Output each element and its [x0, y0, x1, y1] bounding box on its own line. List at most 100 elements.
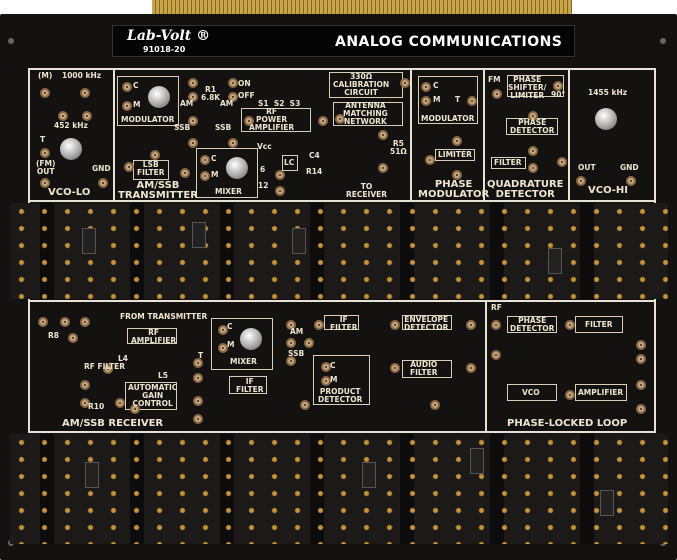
patch-jack[interactable]	[390, 320, 400, 330]
patch-jack[interactable]	[193, 373, 203, 383]
patch-jack[interactable]	[188, 138, 198, 148]
divider	[483, 68, 485, 200]
mixer-knob[interactable]	[226, 157, 248, 179]
patch-jack[interactable]	[528, 111, 538, 121]
ic-chip	[470, 448, 484, 474]
patch-jack[interactable]	[200, 155, 210, 165]
patch-jack[interactable]	[115, 398, 125, 408]
patch-jack[interactable]	[286, 320, 296, 330]
patch-jack[interactable]	[466, 320, 476, 330]
patch-jack[interactable]	[188, 92, 198, 102]
patch-jack[interactable]	[80, 317, 90, 327]
patch-jack[interactable]	[244, 116, 254, 126]
patch-jack[interactable]	[430, 400, 440, 410]
patch-jack[interactable]	[98, 178, 108, 188]
patch-jack[interactable]	[400, 78, 410, 88]
label: C	[133, 81, 139, 90]
patch-jack[interactable]	[557, 157, 567, 167]
patch-jack[interactable]	[80, 380, 90, 390]
patch-jack[interactable]	[218, 343, 228, 353]
patch-jack[interactable]	[576, 176, 586, 186]
patch-jack[interactable]	[335, 114, 345, 124]
patch-jack[interactable]	[82, 111, 92, 121]
patch-jack[interactable]	[40, 148, 50, 158]
divider	[410, 68, 412, 200]
patch-jack[interactable]	[565, 390, 575, 400]
patch-jack[interactable]	[122, 82, 132, 92]
patch-jack[interactable]	[492, 89, 502, 99]
patch-jack[interactable]	[228, 92, 238, 102]
patch-jack[interactable]	[275, 170, 285, 180]
patch-jack[interactable]	[60, 317, 70, 327]
section-title: VCO-HI	[588, 185, 629, 196]
patch-jack[interactable]	[286, 338, 296, 348]
label: AM	[180, 99, 194, 108]
label: C	[211, 154, 217, 163]
patch-jack[interactable]	[122, 101, 132, 111]
patch-jack[interactable]	[80, 88, 90, 98]
label: RF	[491, 303, 502, 312]
patch-jack[interactable]	[626, 176, 636, 186]
patch-jack[interactable]	[193, 358, 203, 368]
patch-jack[interactable]	[314, 320, 324, 330]
patch-jack[interactable]	[188, 78, 198, 88]
patch-jack[interactable]	[200, 171, 210, 181]
patch-jack[interactable]	[421, 96, 431, 106]
vco-hi-knob[interactable]	[595, 108, 617, 130]
patch-jack[interactable]	[565, 320, 575, 330]
patch-jack[interactable]	[124, 162, 134, 172]
patch-jack[interactable]	[58, 111, 68, 121]
patch-jack[interactable]	[553, 81, 563, 91]
patch-jack[interactable]	[321, 376, 331, 386]
patch-jack[interactable]	[80, 398, 90, 408]
patch-jack[interactable]	[275, 186, 285, 196]
patch-jack[interactable]	[304, 338, 314, 348]
patch-jack[interactable]	[38, 317, 48, 327]
patch-jack[interactable]	[452, 170, 462, 180]
patch-jack[interactable]	[180, 168, 190, 178]
patch-jack[interactable]	[636, 354, 646, 364]
receiver-mixer-knob[interactable]	[240, 328, 262, 350]
patch-jack[interactable]	[425, 155, 435, 165]
label: R10	[88, 402, 105, 411]
patch-jack[interactable]	[528, 163, 538, 173]
pll-detector-box	[507, 316, 557, 333]
patch-jack[interactable]	[40, 178, 50, 188]
patch-jack[interactable]	[378, 163, 388, 173]
label: C	[433, 81, 439, 90]
lsb-filter-box	[133, 160, 169, 180]
patch-jack[interactable]	[318, 116, 328, 126]
patch-jack[interactable]	[103, 364, 113, 374]
envelope-box	[402, 315, 452, 330]
patch-jack[interactable]	[193, 414, 203, 424]
patch-jack[interactable]	[378, 130, 388, 140]
patch-jack[interactable]	[218, 325, 228, 335]
ic-chip	[600, 490, 614, 516]
patch-jack[interactable]	[467, 96, 477, 106]
patch-jack[interactable]	[193, 396, 203, 406]
patch-jack[interactable]	[466, 363, 476, 373]
patch-jack[interactable]	[636, 380, 646, 390]
patch-jack[interactable]	[421, 82, 431, 92]
patch-jack[interactable]	[321, 362, 331, 372]
patch-jack[interactable]	[40, 88, 50, 98]
patch-jack[interactable]	[528, 146, 538, 156]
patch-jack[interactable]	[228, 78, 238, 88]
patch-jack[interactable]	[228, 138, 238, 148]
patch-jack[interactable]	[130, 404, 140, 414]
patch-jack[interactable]	[68, 333, 78, 343]
label: R1 6.8K	[201, 85, 221, 102]
patch-jack[interactable]	[491, 320, 501, 330]
patch-jack[interactable]	[491, 350, 501, 360]
patch-jack[interactable]	[300, 400, 310, 410]
patch-jack[interactable]	[150, 150, 160, 160]
modulator-knob[interactable]	[148, 86, 170, 108]
patch-jack[interactable]	[286, 356, 296, 366]
patch-jack[interactable]	[636, 340, 646, 350]
patch-jack[interactable]	[188, 116, 198, 126]
patch-jack[interactable]	[636, 404, 646, 414]
vco-lo-knob[interactable]	[60, 138, 82, 160]
patch-jack[interactable]	[390, 363, 400, 373]
patch-jack[interactable]	[452, 136, 462, 146]
mixer-box	[196, 148, 258, 198]
